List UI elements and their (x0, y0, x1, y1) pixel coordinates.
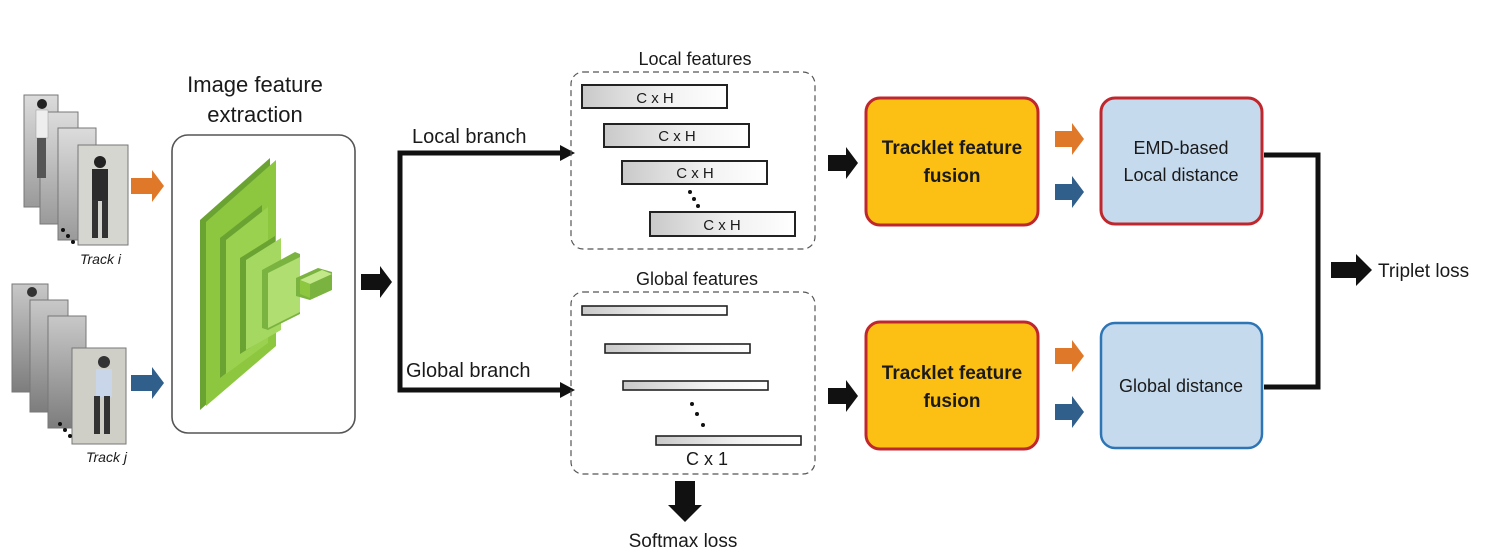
to-local-fusion-arrow-icon (828, 147, 858, 179)
track-j-ellipsis (58, 422, 72, 438)
global-distance-box (1099, 321, 1264, 450)
global-fusion-label-line2: fusion (924, 391, 981, 412)
track-j-image-stack (11, 283, 127, 445)
global-feature-bar (655, 435, 802, 446)
triplet-arrow-icon (1331, 254, 1372, 286)
global-distance-label: Global distance (1119, 376, 1243, 396)
local-features-title: Local features (638, 49, 751, 69)
global-fusion-box (864, 320, 1040, 451)
cnn-pyramid-icon (200, 158, 332, 410)
global-branch-label: Global branch (406, 360, 531, 382)
local-distance-label-line1: EMD-based (1133, 138, 1228, 158)
global-fusion-label-line1: Tracklet feature (882, 363, 1022, 384)
track-j-arrow-icon (131, 367, 164, 399)
global-ellipsis (690, 402, 705, 427)
local-fusion-label-line2: fusion (924, 166, 981, 187)
branch-connectors (397, 145, 575, 398)
local-blue-arrow-icon (1055, 176, 1084, 208)
local-orange-arrow-icon (1055, 123, 1084, 155)
triplet-loss-label: Triplet loss (1378, 261, 1469, 282)
local-features-box (570, 71, 816, 250)
local-feature-bar: C x H (649, 211, 796, 237)
softmax-loss-label: Softmax loss (629, 531, 738, 552)
global-feature-bar (581, 305, 728, 316)
softmax-arrow-icon (668, 481, 702, 522)
global-orange-arrow-icon (1055, 340, 1084, 372)
local-branch-label: Local branch (412, 126, 527, 148)
extractor-output-arrow-icon (361, 266, 392, 298)
global-feature-bar (604, 343, 751, 354)
local-distance-box (1099, 96, 1264, 226)
local-fusion-label-line1: Tracklet feature (882, 138, 1022, 159)
local-feature-bar: C x H (581, 84, 728, 109)
extractor-title-line2: extraction (207, 102, 302, 127)
distance-connector (1264, 152, 1321, 390)
track-i-image-stack (23, 94, 129, 246)
global-features-title: Global features (636, 269, 758, 289)
local-bar-label: C x H (676, 165, 714, 182)
local-fusion-box (864, 96, 1040, 227)
local-bar-label: C x H (636, 90, 674, 107)
local-bar-label: C x H (658, 128, 696, 145)
local-distance-label-line2: Local distance (1123, 165, 1238, 185)
local-feature-bar: C x H (621, 160, 768, 185)
local-feature-bar: C x H (603, 123, 750, 148)
global-feature-bar (622, 380, 769, 391)
global-features-box (570, 291, 816, 475)
track-i-ellipsis (61, 228, 75, 244)
track-i-arrow-icon (131, 170, 164, 202)
local-ellipsis (688, 190, 700, 208)
global-blue-arrow-icon (1055, 396, 1084, 428)
extractor-title-line1: Image feature (187, 72, 323, 97)
global-bar-label: C x 1 (686, 449, 728, 469)
track-j-label: Track j (86, 449, 128, 465)
local-bar-label: C x H (703, 217, 741, 234)
track-i-label: Track i (80, 251, 122, 267)
to-global-fusion-arrow-icon (828, 380, 858, 412)
